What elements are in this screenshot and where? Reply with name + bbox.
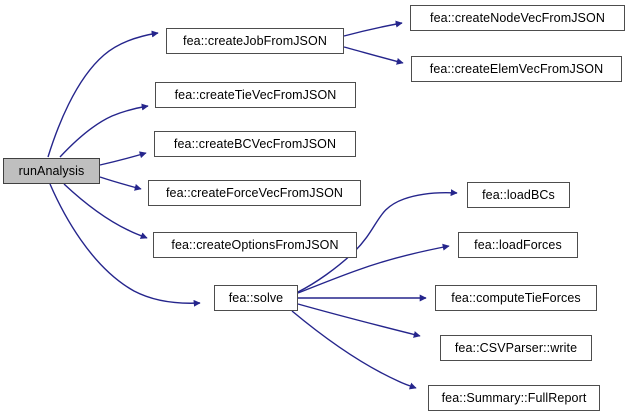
edge-runAnalysis-createBCVecFromJSON (99, 151, 147, 166)
node-label: fea::createTieVecFromJSON (174, 87, 337, 102)
edge-solve-SummaryFullReport (291, 310, 417, 390)
edge-runAnalysis-createTieVecFromJSON (59, 103, 149, 158)
node-create-bc-vec-from-json[interactable]: fea::createBCVecFromJSON (154, 131, 356, 157)
edge-runAnalysis-createForceVecFromJSON (99, 176, 142, 191)
node-create-job-from-json[interactable]: fea::createJobFromJSON (166, 28, 344, 54)
node-load-forces[interactable]: fea::loadForces (458, 232, 578, 258)
node-runAnalysis[interactable]: runAnalysis (3, 158, 100, 184)
edge-runAnalysis-createJobFromJSON (47, 30, 159, 158)
node-label: fea::Summary::FullReport (441, 390, 587, 405)
node-label: fea::createElemVecFromJSON (429, 61, 604, 76)
edge-createJobFromJSON-createNodeVecFromJSON (343, 20, 403, 37)
node-compute-tie-forces[interactable]: fea::computeTieForces (435, 285, 597, 311)
node-label: fea::createNodeVecFromJSON (430, 10, 605, 25)
node-label: fea::solve (228, 290, 284, 305)
node-label: fea::createOptionsFromJSON (171, 237, 339, 252)
node-label: fea::createJobFromJSON (183, 33, 327, 48)
node-create-node-vec-from-json[interactable]: fea::createNodeVecFromJSON (410, 5, 625, 31)
node-solve[interactable]: fea::solve (214, 285, 298, 311)
node-label: fea::createBCVecFromJSON (173, 136, 337, 151)
edge-solve-CSVParserWrite (297, 303, 421, 338)
node-csv-parser-write[interactable]: fea::CSVParser::write (440, 335, 592, 361)
node-label: runAnalysis (18, 163, 85, 178)
node-create-tie-vec-from-json[interactable]: fea::createTieVecFromJSON (155, 82, 356, 108)
node-create-elem-vec-from-json[interactable]: fea::createElemVecFromJSON (411, 56, 622, 82)
node-summary-full-report[interactable]: fea::Summary::FullReport (428, 385, 600, 411)
node-label: fea::createForceVecFromJSON (165, 185, 344, 200)
node-label: fea::loadBCs (482, 187, 555, 202)
node-load-bcs[interactable]: fea::loadBCs (467, 182, 570, 208)
node-label: fea::loadForces (474, 237, 562, 252)
node-create-options-from-json[interactable]: fea::createOptionsFromJSON (153, 232, 357, 258)
node-label: fea::CSVParser::write (454, 340, 578, 355)
edge-createJobFromJSON-createElemVecFromJSON (343, 46, 404, 65)
node-label: fea::computeTieForces (451, 290, 581, 305)
node-create-force-vec-from-json[interactable]: fea::createForceVecFromJSON (148, 180, 361, 206)
edge-runAnalysis-createOptionsFromJSON (63, 183, 148, 239)
